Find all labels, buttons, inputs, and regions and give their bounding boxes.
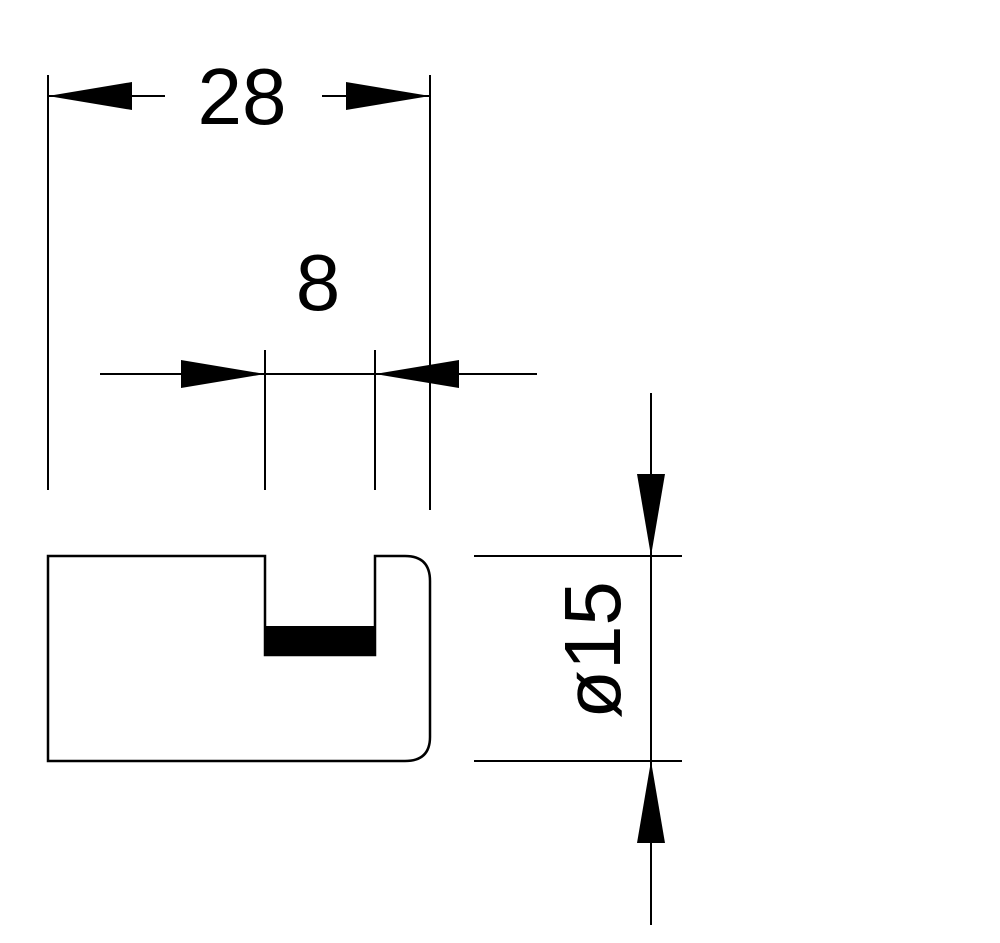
part-outline: [46, 554, 432, 763]
arrowhead-28-right: [346, 82, 430, 110]
dimension-diameter: ø15: [474, 393, 682, 925]
dimension-label-diameter: ø15: [548, 581, 637, 719]
dimension-label-overall-width: 28: [198, 52, 287, 141]
part-body-outline: [46, 554, 432, 763]
dimension-label-slot-width: 8: [296, 238, 341, 327]
arrowhead-8-left: [181, 360, 265, 388]
dimension-overall-width: 28: [47, 52, 431, 510]
arrowhead-diameter-top: [637, 474, 665, 556]
slot-bottom-fill: [265, 626, 375, 655]
arrowhead-28-left: [48, 82, 132, 110]
arrowhead-8-right: [375, 360, 459, 388]
arrowhead-diameter-bottom: [637, 761, 665, 843]
dimension-slot-width: 8: [100, 238, 537, 490]
